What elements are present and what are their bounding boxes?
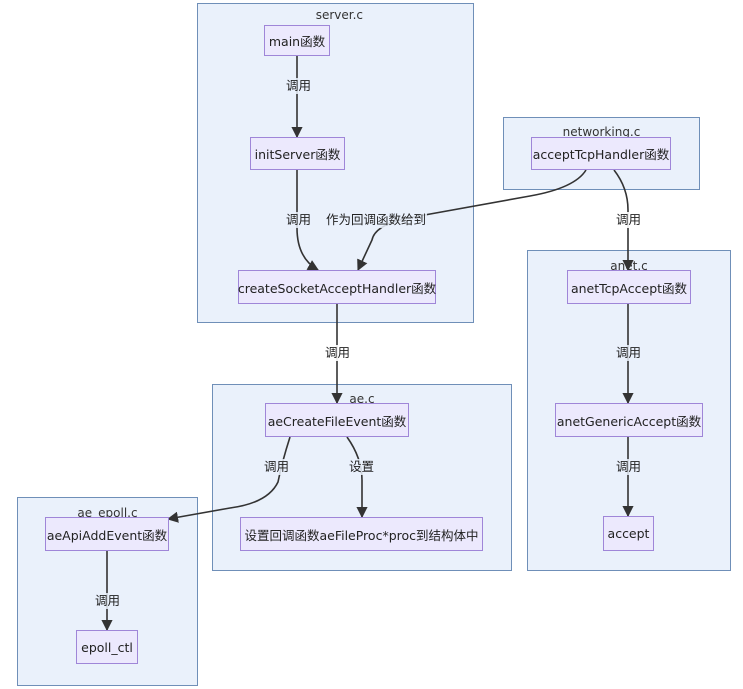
node-aeapiaddevent: aeApiAddEvent函数	[45, 517, 169, 551]
node-anetgenericaccept: anetGenericAccept函数	[555, 403, 703, 437]
edge-ae-to-setproc	[346, 436, 368, 519]
edge-label-ae-to-setproc: 设置	[348, 459, 376, 475]
node-setproc: 设置回调函数aeFileProc*proc到结构体中	[240, 517, 483, 551]
cluster-title-ae-c: ae.c	[349, 392, 375, 406]
node-accept: accept	[603, 516, 654, 551]
edge-label-ae-to-addevent: 调用	[263, 459, 291, 475]
cluster-title-ae-epoll-c: ae_epoll.c	[77, 506, 138, 520]
node-aecreatefileevent: aeCreateFileEvent函数	[265, 403, 409, 437]
edge-accepttcp-to-create	[357, 169, 587, 272]
node-initserver: initServer函数	[250, 137, 345, 170]
edge-label-accept-to-create: 作为回调函数给到	[325, 212, 428, 228]
edge-label-create-to-ae: 调用	[324, 345, 352, 361]
node-createsocketaccepthandler: createSocketAcceptHandler函数	[238, 270, 436, 304]
cluster-title-server-c: server.c	[315, 8, 363, 22]
edge-label-init-to-create: 调用	[285, 212, 313, 228]
node-anettcpaccept: anetTcpAccept函数	[567, 270, 691, 304]
edge-accepttcp-to-anet	[613, 169, 634, 272]
edge-label-anet-to-generic: 调用	[615, 345, 643, 361]
edge-label-main-to-init: 调用	[285, 78, 313, 94]
edge-label-addevent-to-epoll: 调用	[94, 593, 122, 609]
node-accepttcphandler: acceptTcpHandler函数	[531, 137, 671, 170]
node-epoll-ctl: epoll_ctl	[76, 630, 138, 664]
edge-init-to-create	[296, 170, 319, 271]
edge-label-generic-to-accept: 调用	[615, 459, 643, 475]
edge-label-accepttcp-to-anet: 调用	[615, 212, 643, 228]
edge-ae-to-addevent	[166, 436, 291, 523]
node-main: main函数	[264, 25, 330, 56]
cluster-title-networking-c: networking.c	[562, 125, 641, 139]
